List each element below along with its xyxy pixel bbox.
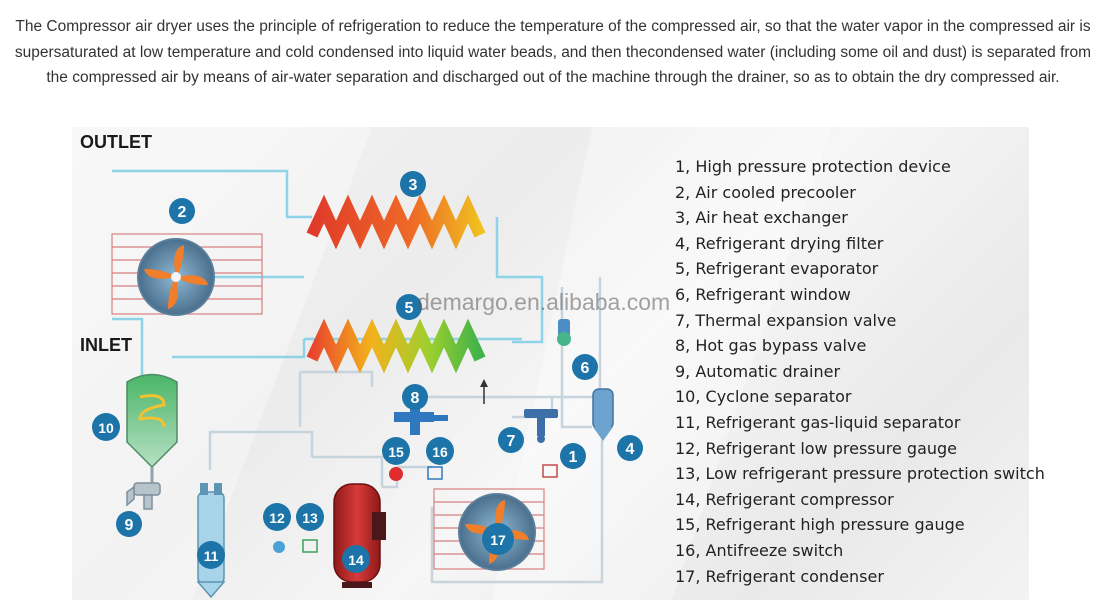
- gas-liquid-separator: [196, 483, 226, 599]
- callout-9: 9: [116, 511, 142, 537]
- callout-6: 6: [572, 354, 598, 380]
- callout-4: 4: [617, 435, 643, 461]
- callout-8: 8: [402, 384, 428, 410]
- callout-5: 5: [396, 294, 422, 320]
- air-cooled-precooler: [111, 233, 263, 316]
- callout-markers: 1 2 3 4 5 6 7 8 9 10 11 12 13 14 15 16 1…: [92, 171, 643, 573]
- svg-text:1: 1: [569, 449, 578, 466]
- thermal-expansion-valve: [524, 409, 558, 443]
- callout-1: 1: [560, 443, 586, 469]
- refrigerant-low-pressure-gauge: [273, 541, 285, 553]
- air-pipes: [112, 169, 544, 377]
- antifreeze-switch: [427, 466, 443, 480]
- legend-item: 14, Refrigerant compressor: [675, 489, 894, 509]
- legend-item: 6, Refrigerant window: [675, 284, 851, 304]
- svg-text:3: 3: [409, 177, 418, 194]
- refrigerant-high-pressure-gauge: [389, 467, 403, 481]
- callout-13: 13: [296, 503, 324, 531]
- callout-14: 14: [342, 545, 370, 573]
- refrigeration-dryer-diagram: 1 2 3 4 5 6 7 8 9 10 11 12 13 14 15 16 1…: [72, 127, 1045, 600]
- legend-item: 9, Automatic drainer: [675, 361, 841, 381]
- svg-text:9: 9: [125, 517, 134, 534]
- outlet-label: OUTLET: [80, 132, 152, 152]
- legend-item: 12, Refrigerant low pressure gauge: [675, 438, 958, 458]
- callout-12: 12: [263, 503, 291, 531]
- svg-text:14: 14: [348, 552, 364, 568]
- svg-text:4: 4: [626, 441, 635, 458]
- svg-text:5: 5: [405, 300, 414, 317]
- legend-item: 8, Hot gas bypass valve: [675, 336, 867, 356]
- legend-item: 16, Antifreeze switch: [675, 540, 844, 560]
- svg-text:13: 13: [302, 510, 318, 526]
- legend-item: 4, Refrigerant drying filter: [675, 233, 884, 253]
- callout-17: 17: [482, 523, 514, 555]
- legend-item: 17, Refrigerant condenser: [675, 566, 884, 586]
- intro-paragraph: The Compressor air dryer uses the princi…: [14, 18, 1092, 86]
- svg-text:8: 8: [411, 390, 420, 407]
- low-pressure-protection-switch: [302, 539, 318, 553]
- precooler-fan-icon: [144, 245, 208, 309]
- refrigerant-window: [557, 319, 571, 346]
- legend-item: 5, Refrigerant evaporator: [675, 259, 879, 279]
- callout-3: 3: [400, 171, 426, 197]
- legend-item: 11, Refrigerant gas-liquid separator: [675, 412, 961, 432]
- callout-16: 16: [426, 437, 454, 465]
- legend-item: 15, Refrigerant high pressure gauge: [675, 515, 965, 535]
- component-legend: 1, High pressure protection device 2, Ai…: [675, 154, 1045, 589]
- hot-gas-bypass-valve: [394, 397, 448, 435]
- inlet-label: INLET: [80, 335, 132, 355]
- legend-item: 1, High pressure protection device: [675, 157, 951, 176]
- refrigerant-drying-filter: [592, 388, 614, 441]
- svg-text:12: 12: [269, 510, 285, 526]
- cyclone-separator: [126, 373, 178, 483]
- callout-7: 7: [498, 427, 524, 453]
- callout-2: 2: [169, 198, 195, 224]
- svg-text:17: 17: [490, 532, 506, 548]
- legend-item: 2, Air cooled precooler: [675, 182, 856, 202]
- air-heat-exchanger: [306, 194, 486, 250]
- refrigerant-evaporator: [306, 318, 486, 374]
- callout-10: 10: [92, 413, 120, 441]
- svg-text:7: 7: [507, 433, 516, 450]
- high-pressure-protection-device: [542, 464, 558, 478]
- svg-text:10: 10: [98, 420, 114, 436]
- legend-item: 13, Low refrigerant pressure protection …: [675, 464, 1045, 484]
- legend-item: 7, Thermal expansion valve: [675, 310, 897, 330]
- automatic-drainer: [126, 482, 161, 510]
- callout-15: 15: [382, 437, 410, 465]
- legend-item: 10, Cyclone separator: [675, 387, 852, 407]
- svg-text:6: 6: [581, 360, 590, 377]
- legend-item: 3, Air heat exchanger: [675, 208, 848, 228]
- watermark: demargo.en.alibaba.com: [417, 289, 671, 315]
- svg-text:2: 2: [178, 204, 187, 221]
- svg-text:15: 15: [388, 444, 404, 460]
- diagram-drawing: 1 2 3 4 5 6 7 8 9 10 11 12 13 14 15 16 1…: [72, 127, 832, 600]
- svg-text:16: 16: [432, 444, 448, 460]
- svg-text:11: 11: [204, 548, 219, 564]
- callout-11: 11: [197, 541, 225, 569]
- background-facets: [72, 127, 832, 600]
